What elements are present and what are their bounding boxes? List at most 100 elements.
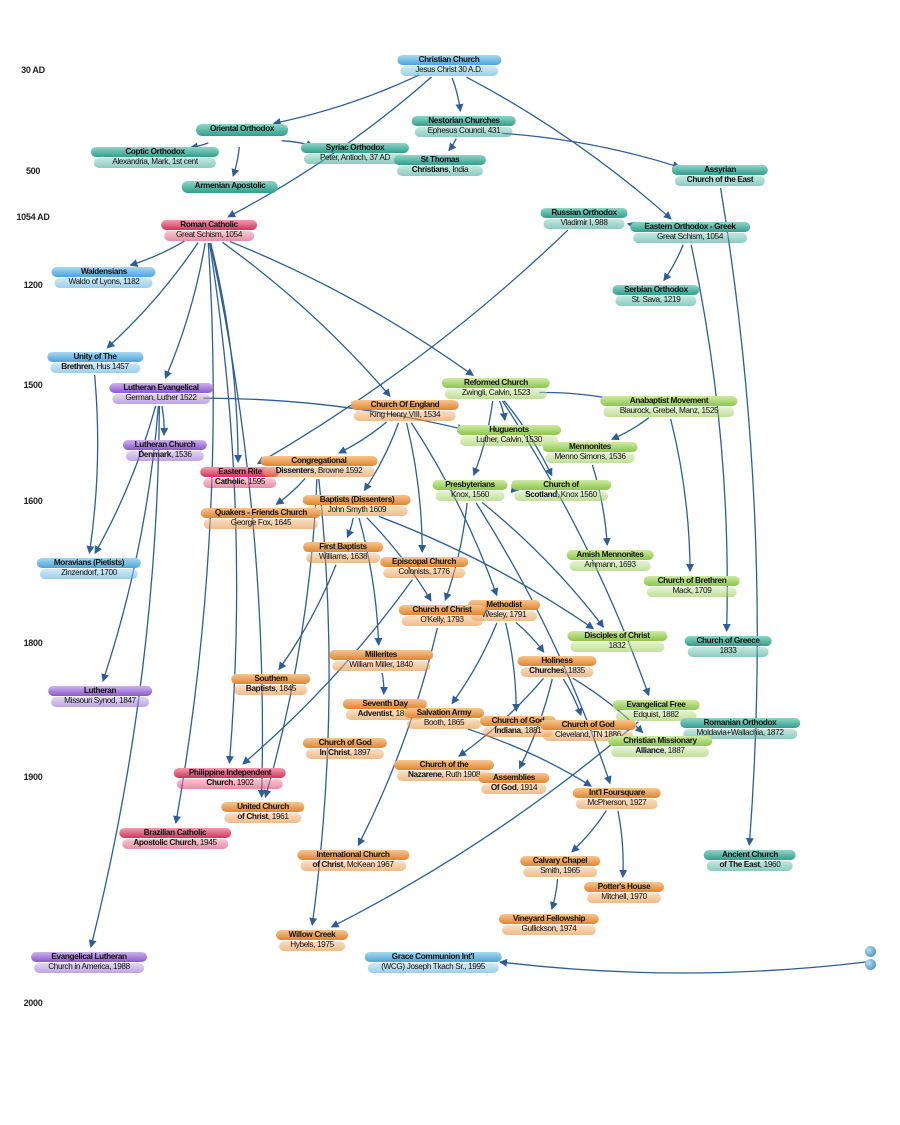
node-name: Presbyterians [445,480,495,489]
node-name: Grace Communion Int'l [391,952,475,961]
arrow-methodist-to-salvation [451,622,498,705]
arrow-roman-to-brazilian [173,242,214,824]
node-name: Church of Greece [696,636,760,645]
year-label: 1900 [23,772,43,782]
arrow-coe-to-methodist [410,422,499,597]
node-detail: King Henry VIII, 1534 [369,410,441,419]
node-detail: Great Schism, 1054 [175,230,243,239]
arrow-christian-to-eastern [466,76,672,220]
node-footer-band [346,710,424,720]
arrow-christian-to-roman [227,76,432,218]
node-detail: Booth, 1865 [423,718,465,727]
node-footer-band [415,127,513,137]
arrow-baptists-to-firstbaptists [346,517,354,539]
node-footer-band [687,647,769,657]
node-footer-band [407,719,481,729]
node-footer-band [543,731,633,741]
arrow-roman-to-philippine [208,242,238,764]
node-detail: Cleveland, TN 1886 [555,730,621,739]
node-name: Assyrian [704,165,736,174]
node-detail: Zinzendorf, 1700 [61,568,117,577]
node-header-band [600,396,738,406]
node-name: Nestorian Churches [428,116,500,125]
arrow-roman-to-ucc [209,242,266,799]
year-label: 2000 [23,998,43,1008]
node-footer-band [299,861,407,871]
node-header-band [644,576,740,586]
node-header-band [520,856,600,866]
node-detail: 1833 [719,646,737,655]
node-header-band [704,850,796,860]
node-detail: Peter, Antioch, 37 AD [319,153,391,162]
arrow-holiness-to-cma [572,677,644,734]
arrow-gci_src-to-gci [499,958,867,974]
node-detail: Nazarene, Ruth 1908 [407,770,481,779]
node-header-band [612,285,700,295]
node-oriental: Oriental Orthodox [196,124,288,136]
node-header-band [221,802,305,812]
node-header-band [343,699,427,709]
arrow-presbyterians-to-disciples [481,502,605,628]
arrow-christian-to-nestorian [451,77,464,113]
node-footer-band [176,779,284,789]
node-name: Mennonites [568,442,611,451]
node-armenian: Armenian Apostolic [182,181,278,193]
node-header-band [350,400,460,410]
node-header-band [380,557,468,567]
node-footer-band [203,519,319,529]
node-header-band [511,480,611,490]
arrow-evfree-to-willow [330,721,639,928]
node-name: Coptic Orthodox [125,147,185,156]
node-footer-band [587,893,661,903]
node-detail: Scotland, Knox 1560 [525,490,597,499]
year-label: 1500 [23,380,43,390]
node-footer-band [610,747,709,757]
node-name: Oriental Orthodox [209,124,275,133]
arrow-lutheranev-to-huguenots [203,397,466,432]
node-footer-band [459,436,558,446]
node-detail: George Fox, 1645 [230,518,292,527]
node-name: Philippine Independent [188,768,272,777]
node-detail: Denmark, 1536 [138,450,192,459]
node-header-band [404,708,484,718]
node-name: Eastern Orthodox - Greek [644,222,736,231]
node-footer-band [111,394,210,404]
node-detail: Great Schism, 1054 [656,232,724,241]
node-footer-band [401,616,483,626]
node-footer-band [682,729,798,739]
node-footer-band [435,491,505,501]
node-name: Church of the [419,760,469,769]
node-footer-band [303,154,407,164]
node-footer-band [502,925,596,935]
node-name: Southern [254,674,288,683]
scroll-up-button[interactable] [865,946,876,957]
node-header-band [231,674,311,684]
node-detail: Luther, Calvin, 1530 [476,435,542,444]
node-detail: Dissenters, Browne 1592 [275,466,363,475]
node-detail: Church, 1902 [206,778,254,787]
node-name: Church of God [491,716,545,725]
node-detail: Church of the East [686,175,754,184]
node-detail: William Miller, 1840 [349,660,413,669]
year-label: 1800 [23,638,43,648]
node-name: Huguenots [489,425,529,434]
node-header-band [123,440,207,450]
scroll-down-button[interactable] [865,959,876,970]
node-header-band [182,181,278,193]
node-footer-band [545,453,635,463]
node-name: Evangelical Lutheran [51,952,127,961]
node-footer-band [523,867,597,877]
node-footer-band [615,296,697,306]
